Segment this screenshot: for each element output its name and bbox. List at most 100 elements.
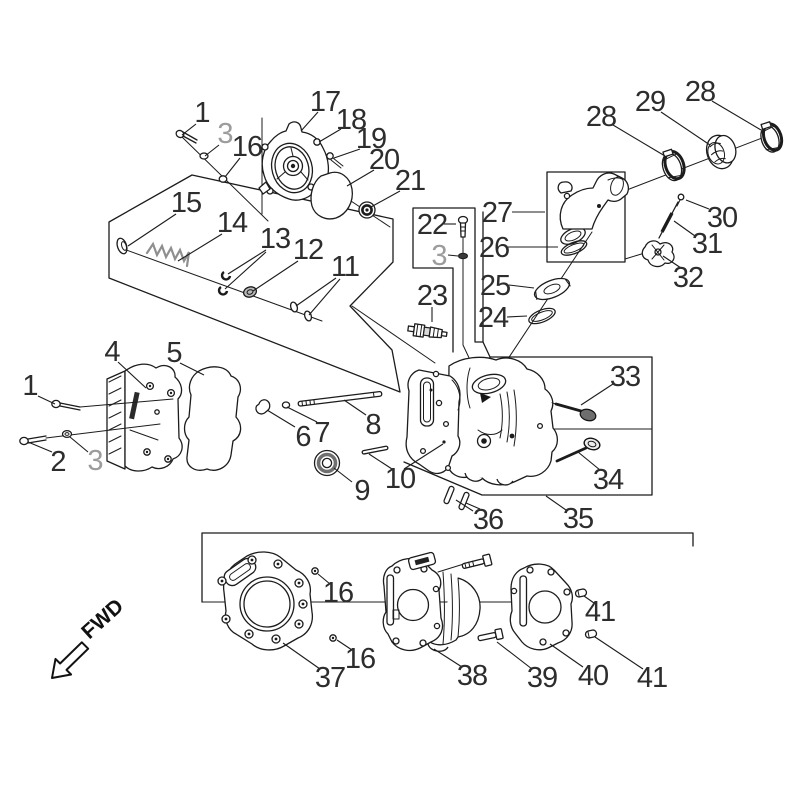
- part-label-26: 26: [479, 232, 509, 264]
- leader-line: [577, 451, 601, 471]
- leader-line: [227, 249, 267, 275]
- part-label-32: 32: [673, 262, 703, 294]
- cylinder-bolt-39-drawing: [477, 628, 504, 642]
- part-label-16: 16: [232, 131, 262, 163]
- part-label-25: 25: [480, 270, 510, 302]
- part-label-41: 41: [585, 596, 615, 628]
- part-label-20: 20: [369, 144, 399, 176]
- washer-7-drawing: [281, 401, 291, 409]
- dowel-16-upper-drawing: [311, 567, 319, 575]
- part-label-19: 19: [356, 123, 386, 155]
- head-gasket-37-drawing: [217, 551, 314, 651]
- stud-8-drawing: [297, 390, 383, 407]
- part-label-16: 16: [345, 643, 375, 675]
- leader-line: [662, 255, 682, 269]
- cylinder-bolt-upper-drawing: [461, 553, 493, 570]
- cover-washer-3-drawing: [61, 429, 73, 439]
- part-label-31: 31: [692, 228, 722, 260]
- dowel-16-lower-drawing: [329, 634, 337, 642]
- part-label-40: 40: [578, 660, 608, 692]
- part-label-11: 11: [331, 251, 359, 283]
- leader-line: [27, 441, 53, 453]
- manifold-box: [546, 171, 626, 263]
- leader-line: [69, 436, 89, 453]
- part-label-36: 36: [473, 504, 503, 536]
- part-label-7: 7: [314, 417, 329, 449]
- leader-line: [673, 220, 696, 237]
- leader-line: [455, 499, 474, 512]
- part-label-33: 33: [610, 361, 640, 393]
- part-label-24: 24: [478, 302, 509, 334]
- insulator-25-drawing: [533, 277, 571, 301]
- pump-washer-drawing: [199, 152, 209, 160]
- leader-line: [403, 443, 444, 470]
- spring-seat-12-drawing: [242, 286, 258, 298]
- intake-valve-33-drawing: [551, 402, 597, 422]
- dowel-pin-10-drawing: [361, 445, 389, 455]
- manifold-column-line: [482, 211, 491, 358]
- part-label-3: 3: [87, 445, 102, 477]
- joint-boot-29-drawing: [705, 134, 737, 170]
- valve-parts-panel: [108, 174, 401, 393]
- o-ring-24-drawing: [528, 307, 556, 325]
- part-label-38: 38: [457, 660, 487, 692]
- part-label-14: 14: [217, 207, 248, 239]
- cover-bolt-1-drawing: [51, 398, 174, 411]
- part-label-17: 17: [310, 86, 340, 118]
- leader-lines: [27, 100, 762, 670]
- part-label-41: 41: [637, 662, 667, 694]
- o-ring-26-drawing: [560, 240, 588, 256]
- part-label-10: 10: [385, 463, 415, 495]
- hose-clamp-28-right-drawing: [760, 121, 784, 153]
- fwd-arrow-icon: [51, 641, 90, 679]
- part-label-29: 29: [635, 86, 665, 118]
- part-label-39: 39: [527, 662, 557, 694]
- leader-line: [370, 190, 401, 208]
- part-label-23: 23: [417, 280, 447, 312]
- leader-line: [295, 277, 337, 307]
- leader-line: [266, 409, 296, 428]
- leader-line: [181, 123, 197, 136]
- washer-3-drawing: [458, 252, 468, 260]
- leader-line: [465, 502, 481, 510]
- bolt-22-drawing: [457, 215, 469, 238]
- part-label-30: 30: [707, 202, 737, 234]
- part-label-34: 34: [593, 464, 624, 496]
- base-gasket-40-drawing: [509, 563, 573, 651]
- spring-retainer-15-drawing: [116, 237, 128, 255]
- leader-line: [224, 157, 241, 178]
- leader-line: [252, 260, 299, 292]
- dowel-41-upper-drawing: [574, 588, 588, 598]
- part-label-12: 12: [293, 234, 323, 266]
- leader-line: [333, 148, 361, 159]
- leader-line: [286, 406, 318, 423]
- head-gasket-bolt-holes: [217, 555, 308, 644]
- part-label-9: 9: [354, 475, 369, 507]
- bolt22-box: [412, 207, 484, 353]
- part-label-27: 27: [482, 197, 512, 229]
- valve-keepers-13-drawing: [217, 270, 232, 296]
- leader-line: [282, 642, 321, 670]
- leader-line: [117, 361, 147, 389]
- part-label-35: 35: [563, 503, 593, 535]
- leader-line: [37, 395, 56, 405]
- leader-line: [179, 362, 205, 376]
- pump-gasket-20-drawing: [310, 171, 353, 220]
- part-label-15: 15: [171, 187, 201, 219]
- part-label-6: 6: [295, 421, 310, 453]
- leader-line: [580, 383, 614, 406]
- part-label-4: 4: [104, 336, 120, 368]
- leader-line: [177, 233, 223, 262]
- part-label-1: 1: [194, 97, 209, 129]
- leader-line: [545, 495, 567, 511]
- leader-line: [660, 111, 711, 146]
- dowel-41-lower-drawing: [584, 629, 598, 639]
- leader-line: [612, 124, 666, 157]
- part-drawings: [19, 121, 784, 652]
- oil-seal-9-drawing: [313, 449, 341, 477]
- pump-seal-21-drawing: [358, 201, 376, 219]
- leader-line: [583, 595, 595, 604]
- leader-line: [711, 100, 762, 131]
